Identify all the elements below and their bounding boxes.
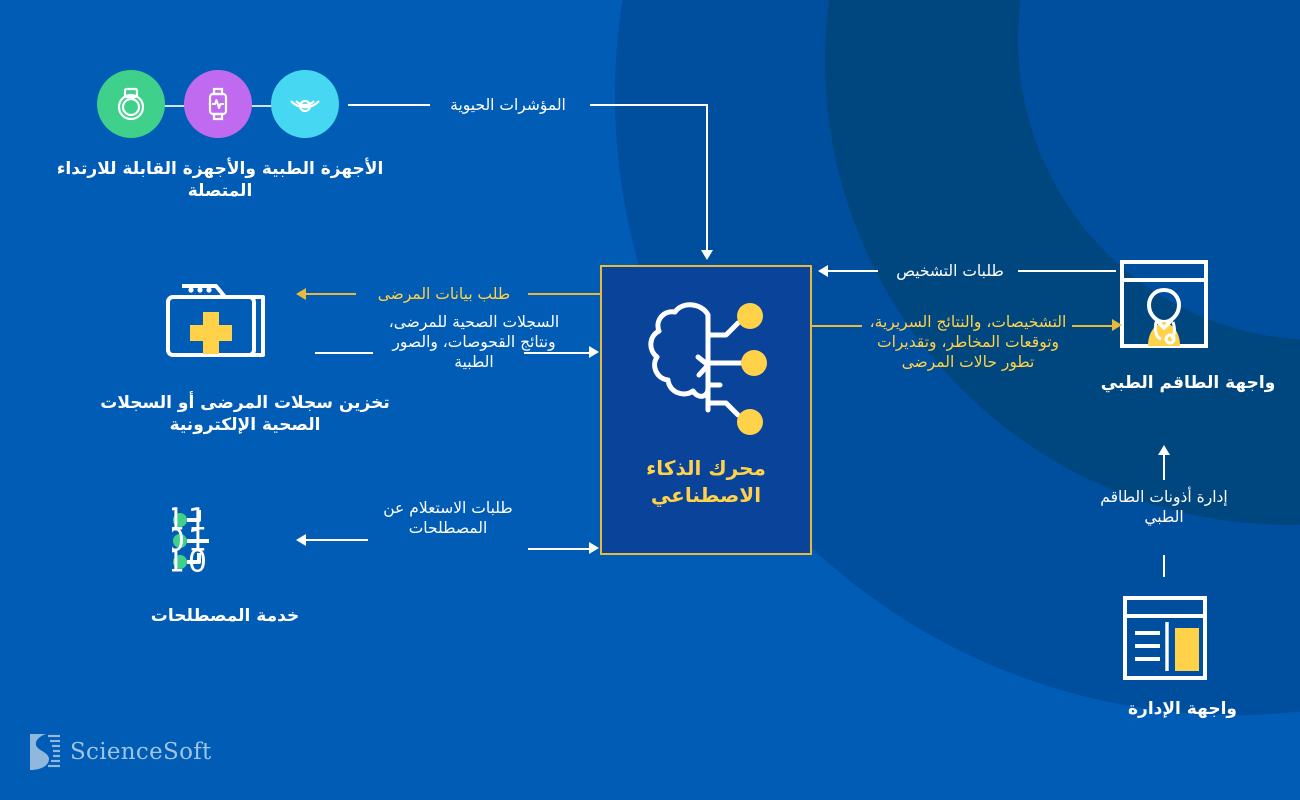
patient-data-request-label: طلب بيانات المرضى <box>377 285 511 303</box>
patient-request-line-left <box>306 293 356 295</box>
terminology-caption: خدمة المصطلحات <box>150 606 300 626</box>
smart-ring-icon[interactable] <box>97 70 165 138</box>
permissions-arrowhead <box>1158 445 1170 455</box>
vitals-line-left <box>348 104 430 106</box>
diagnosis-requests-arrowhead <box>818 265 828 277</box>
sciencesoft-logo-icon <box>30 734 60 770</box>
permissions-label: إدارة أذونات الطاقم الطبي <box>1100 488 1228 527</box>
health-records-arrowhead <box>589 346 599 358</box>
diagnoses-results-label: التشخيصات، والنتائج السريرية، وتوقعات ال… <box>869 313 1067 372</box>
svg-text:110: 110 <box>172 545 210 580</box>
diagnosis-requests-line-left <box>828 270 878 272</box>
terminology-arrowhead-right <box>589 542 599 554</box>
health-records-line-right <box>524 352 590 354</box>
ehr-caption: تخزين سجلات المرضى أو السجلات الصحية الإ… <box>100 393 390 436</box>
doctor-window-icon[interactable] <box>1118 258 1210 354</box>
vitals-line-down <box>706 104 708 251</box>
device-link-2 <box>250 105 273 107</box>
wireless-sensor-icon[interactable] <box>271 70 339 138</box>
vitals-arrowhead <box>701 250 713 260</box>
terminology-arrowhead-left <box>296 534 306 546</box>
vitals-line-right <box>590 104 708 106</box>
terminology-line-left <box>306 539 368 541</box>
ai-engine-box[interactable]: محرك الذكاء الاصطناعي <box>600 265 812 555</box>
sciencesoft-logo-text: ScienceSoft <box>70 739 212 765</box>
patient-request-line-right <box>528 293 600 295</box>
device-link-1 <box>163 105 186 107</box>
smartwatch-heartbeat-icon[interactable] <box>184 70 252 138</box>
connected-devices-group <box>95 70 345 142</box>
health-records-line-left <box>315 352 373 354</box>
vitals-label: المؤشرات الحيوية <box>450 96 566 114</box>
terminology-query-label: طلبات الاستعلام عن المصطلحات <box>383 499 513 538</box>
terminology-line-right <box>528 548 590 550</box>
medical-records-folder-icon[interactable] <box>160 268 280 377</box>
admin-caption: واجهة الإدارة <box>1128 699 1237 719</box>
permissions-line-top <box>1163 454 1165 480</box>
sciencesoft-logo[interactable]: ScienceSoft <box>28 732 212 772</box>
ai-engine-title: محرك الذكاء الاصطناعي <box>646 456 766 507</box>
diagnoses-results-line-right <box>1072 325 1114 327</box>
node-dot-3 <box>737 409 763 435</box>
admin-dashboard-icon[interactable] <box>1122 595 1208 685</box>
node-dot-2 <box>741 350 767 376</box>
binary-code-icon[interactable]: 011 101 110 <box>144 498 282 587</box>
staff-caption: واجهة الطاقم الطبي <box>1100 373 1276 393</box>
diagnoses-results-line-left <box>812 325 862 327</box>
node-dot-1 <box>737 303 763 329</box>
health-records-label: السجلات الصحية للمرضى، ونتائج القحوصات، … <box>388 313 560 372</box>
diagnoses-results-arrowhead <box>1112 319 1122 331</box>
diagnosis-requests-line-right <box>1018 270 1116 272</box>
patient-request-arrowhead <box>296 288 306 300</box>
diagnosis-requests-label: طلبات التشخيص <box>896 262 1004 280</box>
brain-circuit-icon <box>648 302 767 435</box>
permissions-line-bottom <box>1163 555 1165 577</box>
devices-caption: الأجهزة الطبية والأجهزة القابلة للارتداء… <box>56 159 384 202</box>
